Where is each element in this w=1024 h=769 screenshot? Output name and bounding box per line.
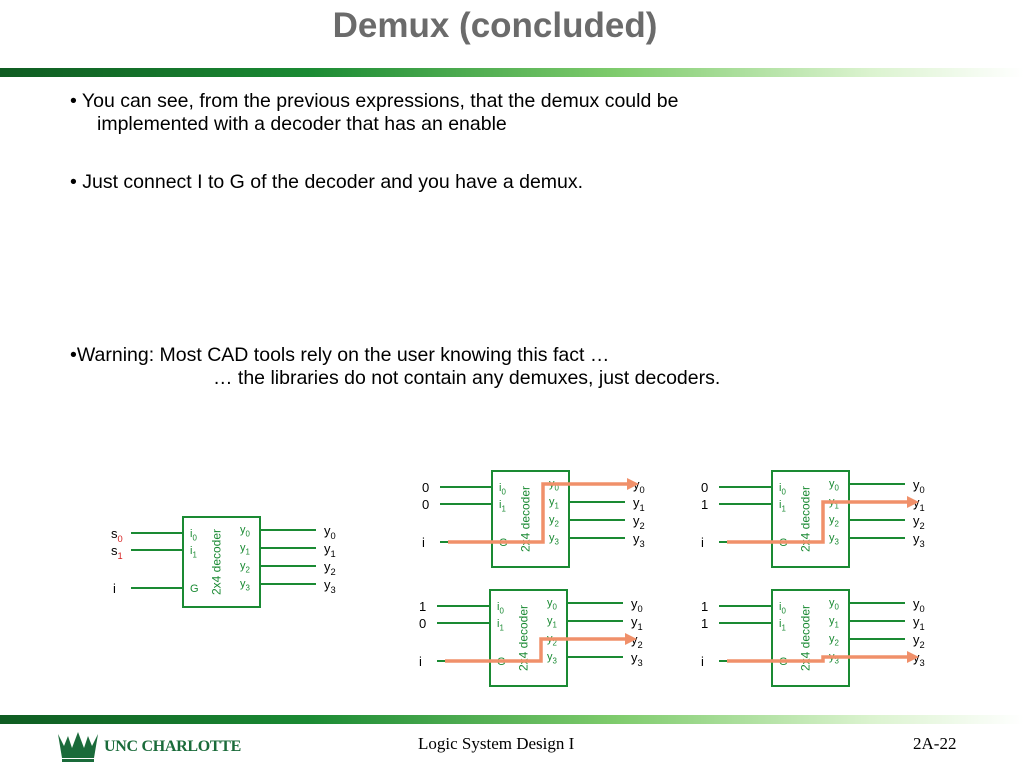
select-value-label: 0 (701, 480, 708, 495)
bullet-connect-i-g: • Just connect I to G of the decoder and… (70, 171, 583, 194)
output-y-label: y1 (633, 495, 645, 513)
signal-arrow-head (627, 478, 639, 490)
output-y-label: y2 (633, 513, 645, 531)
pin-y-label: y0 (829, 597, 840, 611)
decoder-label: 2x4 decoder (210, 529, 224, 595)
pin-i1-label: i1 (779, 618, 786, 632)
pin-i0-label: i0 (497, 601, 504, 615)
pin-y-label: y2 (829, 514, 839, 528)
decoder-box (491, 470, 570, 568)
output-y-label: y1 (324, 541, 336, 559)
bullet-line: … the libraries do not contain any demux… (213, 367, 721, 389)
slide-number: 2A-22 (913, 734, 957, 753)
pin-y-label: y2 (829, 633, 839, 647)
select-value-label: 1 (701, 599, 708, 614)
output-y-label: y3 (913, 531, 925, 549)
output-y-label: y1 (631, 614, 643, 632)
signal-arrow-head (625, 633, 637, 645)
select-value-label: 1 (419, 599, 426, 614)
pin-y-label: y0 (240, 524, 251, 538)
pin-i0-label: i0 (190, 528, 197, 542)
input-i-label: i (701, 654, 704, 669)
pin-i1-label: i1 (190, 545, 197, 559)
pin-y-label: y1 (549, 496, 560, 510)
output-y-label: y3 (324, 577, 336, 595)
select-s0-label: s0 (111, 526, 123, 544)
output-y-label: y2 (324, 559, 336, 577)
bullet-line: • You can see, from the previous express… (70, 90, 679, 112)
pin-y-label: y3 (829, 532, 840, 546)
signal-arrow-head (907, 651, 919, 663)
pin-i0-label: i0 (779, 601, 786, 615)
bullet-warning: •Warning: Most CAD tools rely on the use… (70, 344, 720, 390)
pin-y-label: y2 (240, 560, 250, 574)
output-y-label: y3 (633, 531, 645, 549)
input-i-label: i (701, 535, 704, 550)
title-divider-bar (0, 68, 1024, 77)
output-y-label: y3 (631, 650, 643, 668)
select-value-label: 1 (701, 497, 708, 512)
pin-i0-label: i0 (779, 482, 786, 496)
crown-logo-icon (58, 732, 98, 762)
page-title: Demux (concluded) (332, 6, 658, 45)
decoder-label: 2x4 decoder (517, 605, 531, 671)
bullet-line: •Warning: Most CAD tools rely on the use… (70, 344, 610, 366)
decoder-label: 2x4 decoder (799, 605, 813, 671)
pin-g-label: G (190, 583, 199, 595)
output-y-label: y0 (324, 523, 336, 541)
output-y-label: y0 (913, 477, 925, 495)
output-y-label: y1 (913, 614, 925, 632)
output-y-label: y2 (913, 632, 925, 650)
output-y-label: y0 (913, 596, 925, 614)
select-value-label: 0 (419, 616, 426, 631)
pin-y-label: y1 (240, 542, 251, 556)
select-value-label: 1 (701, 616, 708, 631)
select-s1-label: s1 (111, 543, 123, 561)
pin-y-label: y3 (547, 651, 558, 665)
output-y-label: y2 (913, 513, 925, 531)
pin-y-label: y0 (547, 597, 558, 611)
decoder-label: 2x4 decoder (799, 486, 813, 552)
select-value-label: 0 (422, 480, 429, 495)
course-name: Logic System Design I (418, 734, 575, 753)
pin-y-label: y3 (549, 532, 560, 546)
pin-i1-label: i1 (779, 499, 786, 513)
pin-y-label: y0 (829, 478, 840, 492)
pin-y-label: y1 (829, 615, 840, 629)
pin-y-label: y1 (547, 615, 558, 629)
footer-divider-bar (0, 715, 1024, 724)
bullet-line: implemented with a decoder that has an e… (97, 113, 507, 135)
signal-highlight-path (448, 482, 629, 544)
signal-highlight-path (445, 637, 627, 663)
decoder-box (771, 470, 850, 568)
pin-y-label: y2 (549, 514, 559, 528)
unc-charlotte-logo: UNC CHARLOTTE (54, 728, 254, 764)
pin-i1-label: i1 (497, 618, 504, 632)
decoder-box (182, 516, 261, 608)
signal-highlight-path (727, 655, 909, 663)
decoder-box (771, 589, 850, 687)
input-i-label: i (422, 535, 425, 550)
bullet-line: • Just connect I to G of the decoder and… (70, 171, 584, 193)
pin-i1-label: i1 (499, 499, 506, 513)
pin-y-label: y3 (240, 578, 251, 592)
signal-arrow-head (907, 496, 919, 508)
input-i-label: i (419, 654, 422, 669)
output-y-label: y0 (631, 596, 643, 614)
input-i-label: i (113, 581, 116, 596)
bullet-demux-decoder: • You can see, from the previous express… (70, 90, 678, 136)
decoder-label: 2x4 decoder (519, 486, 533, 552)
pin-i0-label: i0 (499, 482, 506, 496)
select-value-label: 0 (422, 497, 429, 512)
signal-highlight-path (727, 500, 909, 544)
logo-text: UNC CHARLOTTE (104, 738, 242, 755)
